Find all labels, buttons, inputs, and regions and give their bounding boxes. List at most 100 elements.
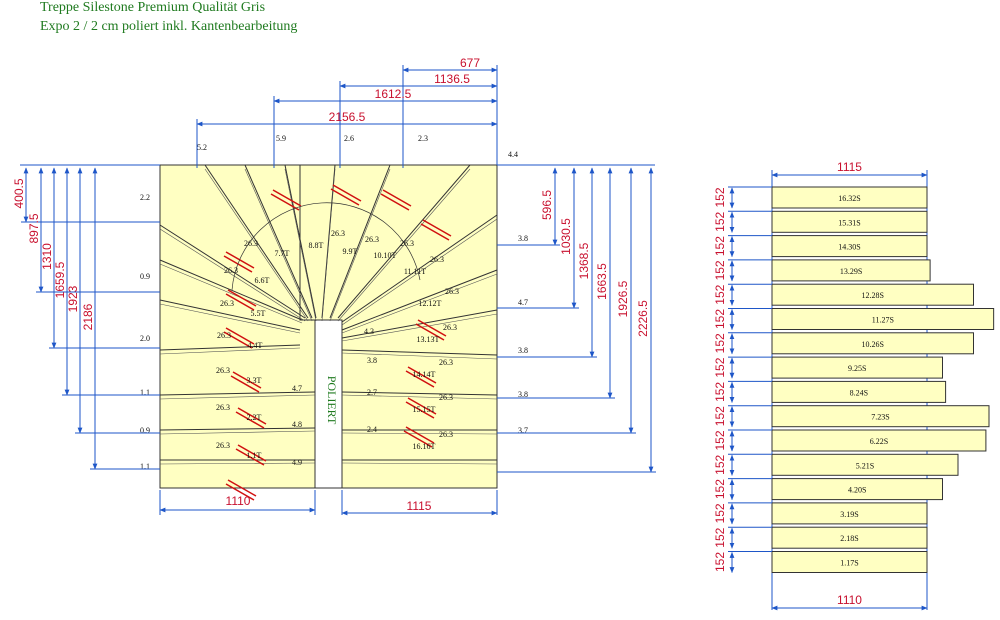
right-dimension: 1926.5 [616,280,630,317]
riser-height-label: 152 [713,260,727,280]
tread-nosing-line [341,432,498,435]
top-dimension: 677 [460,56,480,70]
riser-piece [771,235,928,258]
cut-mark [332,184,362,202]
stair-plan: POLIERT [159,164,498,501]
riser-label: 14.30S [838,243,860,252]
step-depth-label: 26.3 [365,235,379,244]
tread-nosing-line [321,168,336,322]
tread-nosing-line [341,313,498,342]
riser-label: 3.19S [840,510,858,519]
riser-piece [771,259,931,282]
bottom-dimension: 1115 [407,499,432,513]
edge-label: 3.8 [367,356,377,365]
step-label: 9.9T [343,247,358,256]
top-edge-label: 5.2 [197,143,207,152]
tread-nosing-line [341,352,498,360]
tread-lines [159,164,498,465]
riser-height-label: 152 [713,552,727,572]
tread-nosing-line [341,273,498,334]
step-depth-label: 26.3 [224,266,238,275]
step-label: 10.10T [374,251,397,260]
step-label: 4.4T [248,341,263,350]
cut-mark [235,411,265,429]
side-edge-label: 4.7 [518,298,528,307]
side-edge-label: 3.8 [518,234,528,243]
riser-label: 12.28S [862,291,884,300]
title-line-1: Treppe Silestone Premium Qualität Gris [40,0,266,15]
riser-piece [771,283,974,306]
cut-mark [235,448,265,466]
cut-mark [417,319,447,337]
riser-height-label: 152 [713,479,727,499]
riser-height-label: 152 [713,187,727,207]
top-dimension: 1612.5 [375,87,412,101]
edge-label: 2.4 [367,425,377,434]
top-dimension: 2156.5 [329,110,366,124]
tread-nosing-line [244,168,313,322]
riser-height-label: 152 [713,284,727,304]
riser-label: 9.25S [848,364,866,373]
cut-mark [225,483,255,501]
step-depth-label: 26.3 [244,239,258,248]
tread-line [341,391,498,396]
step-label: 2.2T [247,413,262,422]
step-label: 15.15T [413,405,436,414]
edge-label: 4.9 [292,458,302,467]
riser-height-label: 152 [713,211,727,231]
step-depth-label: 26.3 [217,331,231,340]
edge-label: 4.7 [292,384,302,393]
riser-label: 10.26S [862,340,884,349]
tread-nosing-line [159,228,306,322]
riser-list: 111516.32S15215.31S15214.30S15213.29S152… [713,160,995,611]
step-depth-label: 26.3 [439,358,453,367]
riser-piece [771,210,928,233]
step-label: 14.14T [413,370,436,379]
side-edge-label: 2.2 [140,193,150,202]
walking-line [231,202,421,291]
cut-mark [227,289,257,307]
tread-nosing-line [204,168,309,322]
step-label: 7.7T [275,249,290,258]
tread-line [159,344,301,351]
riser-label: 13.29S [840,267,862,276]
left-dimension: 400.5 [12,178,26,208]
riser-height-label: 152 [713,454,727,474]
step-depth-label: 26.3 [216,441,230,450]
riser-piece [771,405,990,428]
tread-line [284,164,317,319]
step-label: 13.13T [417,335,440,344]
step-depth-label: 26.3 [443,323,457,332]
step-label: 6.6T [255,276,270,285]
step-depth-label: 26.3 [430,255,444,264]
riser-piece [771,308,995,330]
riser-label: 5.21S [856,461,874,470]
side-edge-label: 0.9 [140,272,150,281]
riser-piece [771,332,974,355]
cut-mark [225,327,255,345]
side-edge-label: 3.7 [518,426,528,435]
tread-line [329,164,391,319]
top-edge-label: 5.9 [276,134,286,143]
tread-line [341,269,498,331]
cut-mark [225,251,255,269]
riser-width-dimension: 1115 [837,160,862,174]
riser-piece [771,526,928,549]
step-label: 3.3T [247,376,262,385]
plan-labels: 1.1T26.32.2T26.33.3T26.34.4T26.35.5T26.3… [140,134,528,471]
step-depth-label: 26.3 [445,287,459,296]
tread-line [159,299,301,331]
riser-height-label: 152 [713,382,727,402]
cut-mark [272,189,302,207]
cut-mark [415,323,445,341]
cut-mark [422,219,452,237]
left-dimension: 1659.5 [53,261,67,298]
left-dimension: 1310 [40,243,54,270]
side-edge-label: 1.1 [140,388,150,397]
tread-nosing-line [159,430,316,435]
tread-line [341,349,498,356]
side-edge-label: 1.1 [140,462,150,471]
bottom-dimension: 1110 [226,494,251,508]
cut-mark [382,189,412,207]
